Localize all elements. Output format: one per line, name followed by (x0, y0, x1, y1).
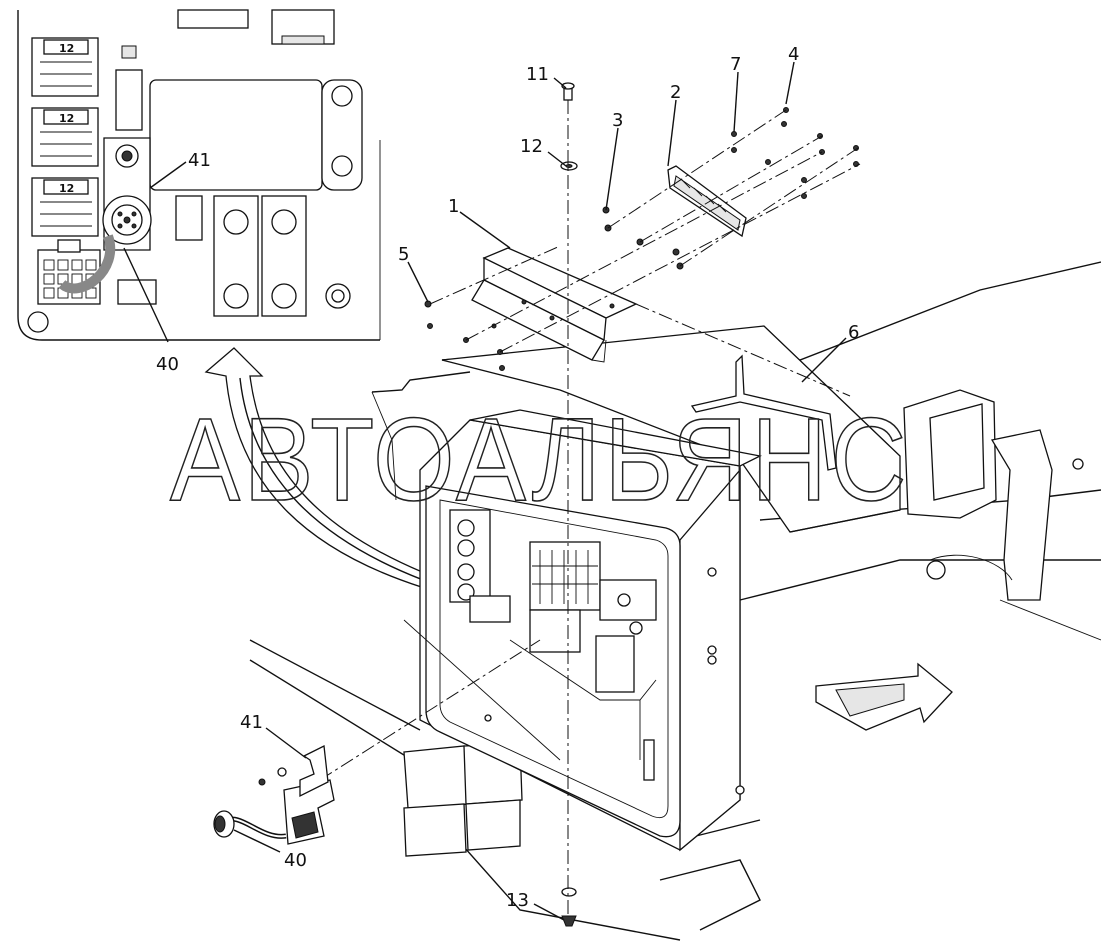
callout-1: 1 (448, 196, 459, 217)
harness-part-40 (213, 779, 335, 845)
fasteners (319, 82, 861, 927)
leader-line-40 (233, 829, 281, 853)
callout-5: 5 (398, 244, 409, 265)
callout-11: 11 (526, 64, 549, 85)
callout-2: 2 (670, 82, 681, 103)
callout-40-inset: 40 (156, 354, 179, 375)
callout-41-inset: 41 (188, 150, 211, 171)
callout-40: 40 (284, 850, 307, 871)
leader-line-3 (605, 127, 619, 211)
inset-detail-view: 12 12 12 (17, 9, 381, 375)
leader-line-7 (733, 71, 739, 133)
leader-line-12 (547, 151, 567, 167)
callout-4: 4 (788, 44, 799, 65)
connector-block-bottom: 12 (31, 177, 99, 237)
leader-line-11 (553, 77, 567, 89)
leader-line-1 (459, 211, 511, 249)
connector-block-middle: 12 (31, 107, 99, 167)
leader-line-6 (801, 337, 847, 383)
connector-number-label: 12 (59, 112, 74, 125)
callout-6: 6 (848, 322, 859, 343)
bracket-part-41 (258, 745, 329, 798)
box-interior (449, 509, 657, 781)
connector-number-label: 12 (59, 182, 74, 195)
callouts: 1 2 3 4 5 6 7 11 12 13 41 40 (240, 44, 859, 911)
callout-41: 41 (240, 712, 263, 733)
callout-7: 7 (730, 54, 741, 75)
chassis-frame (249, 261, 1101, 941)
circuit-board-part-2 (667, 165, 747, 238)
connector-block-top: 12 (31, 37, 99, 97)
rod-part-6 (690, 354, 837, 471)
mounting-plate (441, 325, 901, 533)
leader-line-2 (667, 99, 677, 167)
leader-lines (233, 61, 847, 921)
leader-line-41-inset (149, 161, 187, 189)
callout-13: 13 (506, 890, 529, 911)
connector-number-label: 12 (59, 42, 74, 55)
control-box (419, 409, 763, 852)
leader-line-13 (533, 903, 565, 921)
front-direction-arrow (815, 662, 953, 731)
leader-line-40-inset (123, 247, 169, 343)
leader-line-41 (265, 727, 307, 759)
leader-line-4 (785, 61, 795, 105)
leader-line-5 (407, 261, 429, 303)
callout-3: 3 (612, 110, 623, 131)
callout-12: 12 (520, 136, 543, 157)
watermark: АВТОАЛЬЯНС (170, 394, 910, 526)
